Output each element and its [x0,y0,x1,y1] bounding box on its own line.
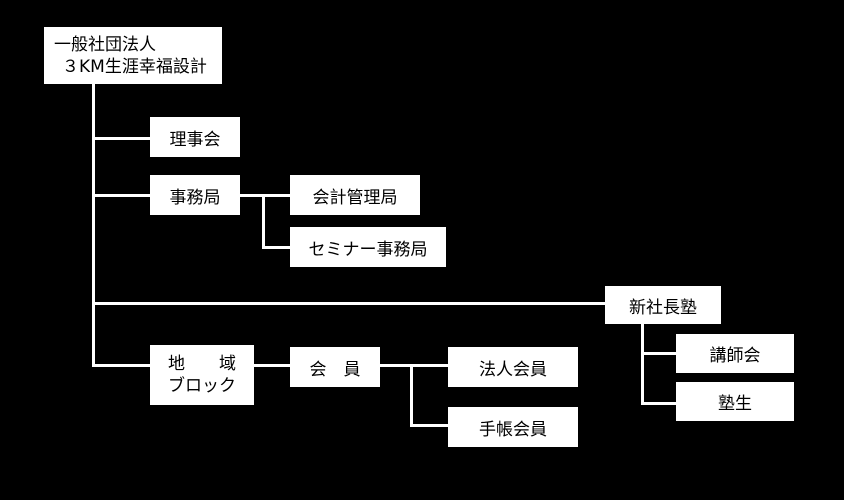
school-child2-connector [641,402,676,405]
members-box: 会 員 [290,347,380,387]
regional-to-members-connector [254,364,290,367]
branch-board [92,137,150,140]
regional-block-line2: ブロック [168,376,236,396]
secretariat-label: 事務局 [169,187,221,208]
branch-school [92,302,605,305]
school-label: 新社長塾 [629,297,697,318]
board-box: 理事会 [150,117,240,157]
notebook-members-label: 手帳会員 [479,419,547,440]
members-label: 会 員 [309,359,361,380]
school-box: 新社長塾 [605,286,721,324]
seminar-office-label: セミナー事務局 [308,239,428,260]
branch-regional-block [92,364,150,367]
school-vertical [641,323,644,405]
branch-secretariat [92,194,150,197]
members-connector [380,364,448,367]
regional-block-box: 地 域 ブロック [150,345,254,405]
seminar-office-box: セミナー事務局 [290,227,446,267]
notebook-members-box: 手帳会員 [448,407,578,447]
trunk-line [92,84,95,366]
students-box: 塾生 [676,382,794,421]
lecturer-group-box: 講師会 [676,334,794,373]
root-org-box: 一般社団法人 ３KM生涯幸福設計 [44,27,222,84]
corporate-members-box: 法人会員 [448,347,578,387]
board-label: 理事会 [169,129,221,150]
accounting-bureau-box: 会計管理局 [290,175,420,215]
corporate-members-label: 法人会員 [479,359,547,380]
secretariat-child2-connector [262,246,290,249]
regional-block-line1: 地 域 [168,354,236,374]
secretariat-vertical [262,194,265,248]
school-child1-connector [641,352,676,355]
secretariat-connector [240,194,290,197]
accounting-bureau-label: 会計管理局 [312,187,398,208]
root-org-name-line1: 一般社団法人 [54,34,156,55]
members-vertical [410,364,413,427]
members-child2-connector [410,424,448,427]
lecturer-group-label: 講師会 [709,346,761,366]
secretariat-box: 事務局 [150,175,240,215]
root-org-name-line2: ３KM生涯幸福設計 [62,56,207,77]
students-label: 塾生 [718,394,752,414]
